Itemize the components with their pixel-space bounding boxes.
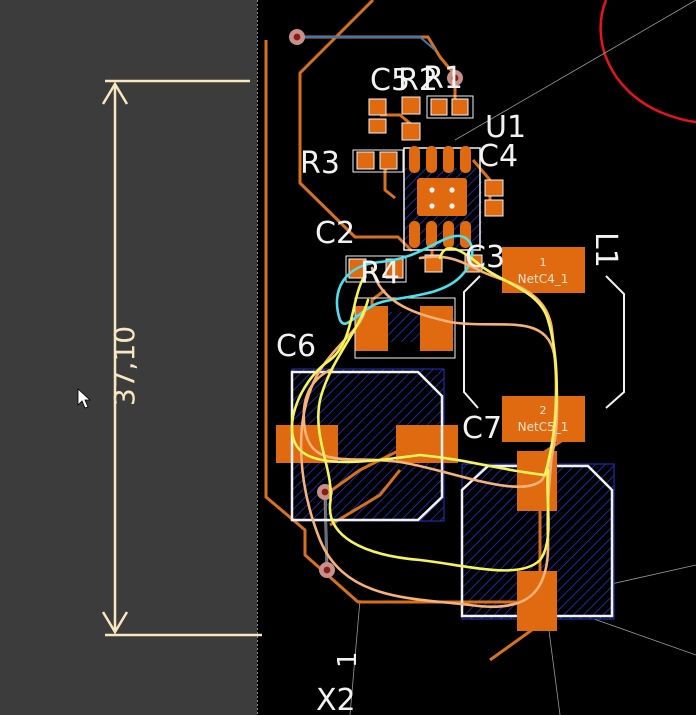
designator-c6[interactable]: C6 <box>276 329 316 364</box>
l1-pad2-number: 2 <box>540 404 547 417</box>
designator-u1[interactable]: U1 <box>485 110 526 145</box>
designator-x2[interactable]: X2 <box>316 683 356 715</box>
mouse-pointer-icon <box>77 388 92 409</box>
designator-c4[interactable]: C4 <box>478 139 518 174</box>
l1-footprint[interactable]: 1 NetC4_1 2 NetC5_1 <box>463 247 625 442</box>
vias <box>289 29 463 578</box>
designator-r2[interactable]: R2 <box>398 63 438 98</box>
designator-c2[interactable]: C2 <box>315 216 355 251</box>
designator-r4[interactable]: R4 <box>360 256 400 291</box>
keepout-arc <box>599 0 696 124</box>
l1-pad2-net: NetC5_1 <box>518 420 569 434</box>
l1-pad1-net: NetC4_1 <box>518 272 569 286</box>
signal-trace <box>297 36 436 51</box>
c6-courtyard <box>290 370 444 522</box>
designator-r1[interactable]: R1 <box>423 61 463 96</box>
designator-c5[interactable]: C5 <box>370 63 410 98</box>
outside-board-area <box>0 0 257 715</box>
dimension-value: 37,10 <box>108 326 141 406</box>
l1-pad-2 <box>502 396 585 442</box>
designator-labels: C5 R2 R1 U1 R3 C4 C2 R4 C3 C6 C7 X2 <box>276 61 526 715</box>
designator-r3[interactable]: R3 <box>300 146 340 181</box>
u1-footprint[interactable] <box>403 146 481 251</box>
l1-pad1-number: 1 <box>540 256 547 269</box>
designator-l1[interactable]: L1 <box>588 232 623 268</box>
designator-c3[interactable]: C3 <box>465 240 505 275</box>
designator-c7[interactable]: C7 <box>462 411 502 446</box>
dimension-annotation <box>101 79 262 637</box>
x2-pin-number: 1 <box>333 651 363 668</box>
ratsnest-lines <box>290 234 559 609</box>
